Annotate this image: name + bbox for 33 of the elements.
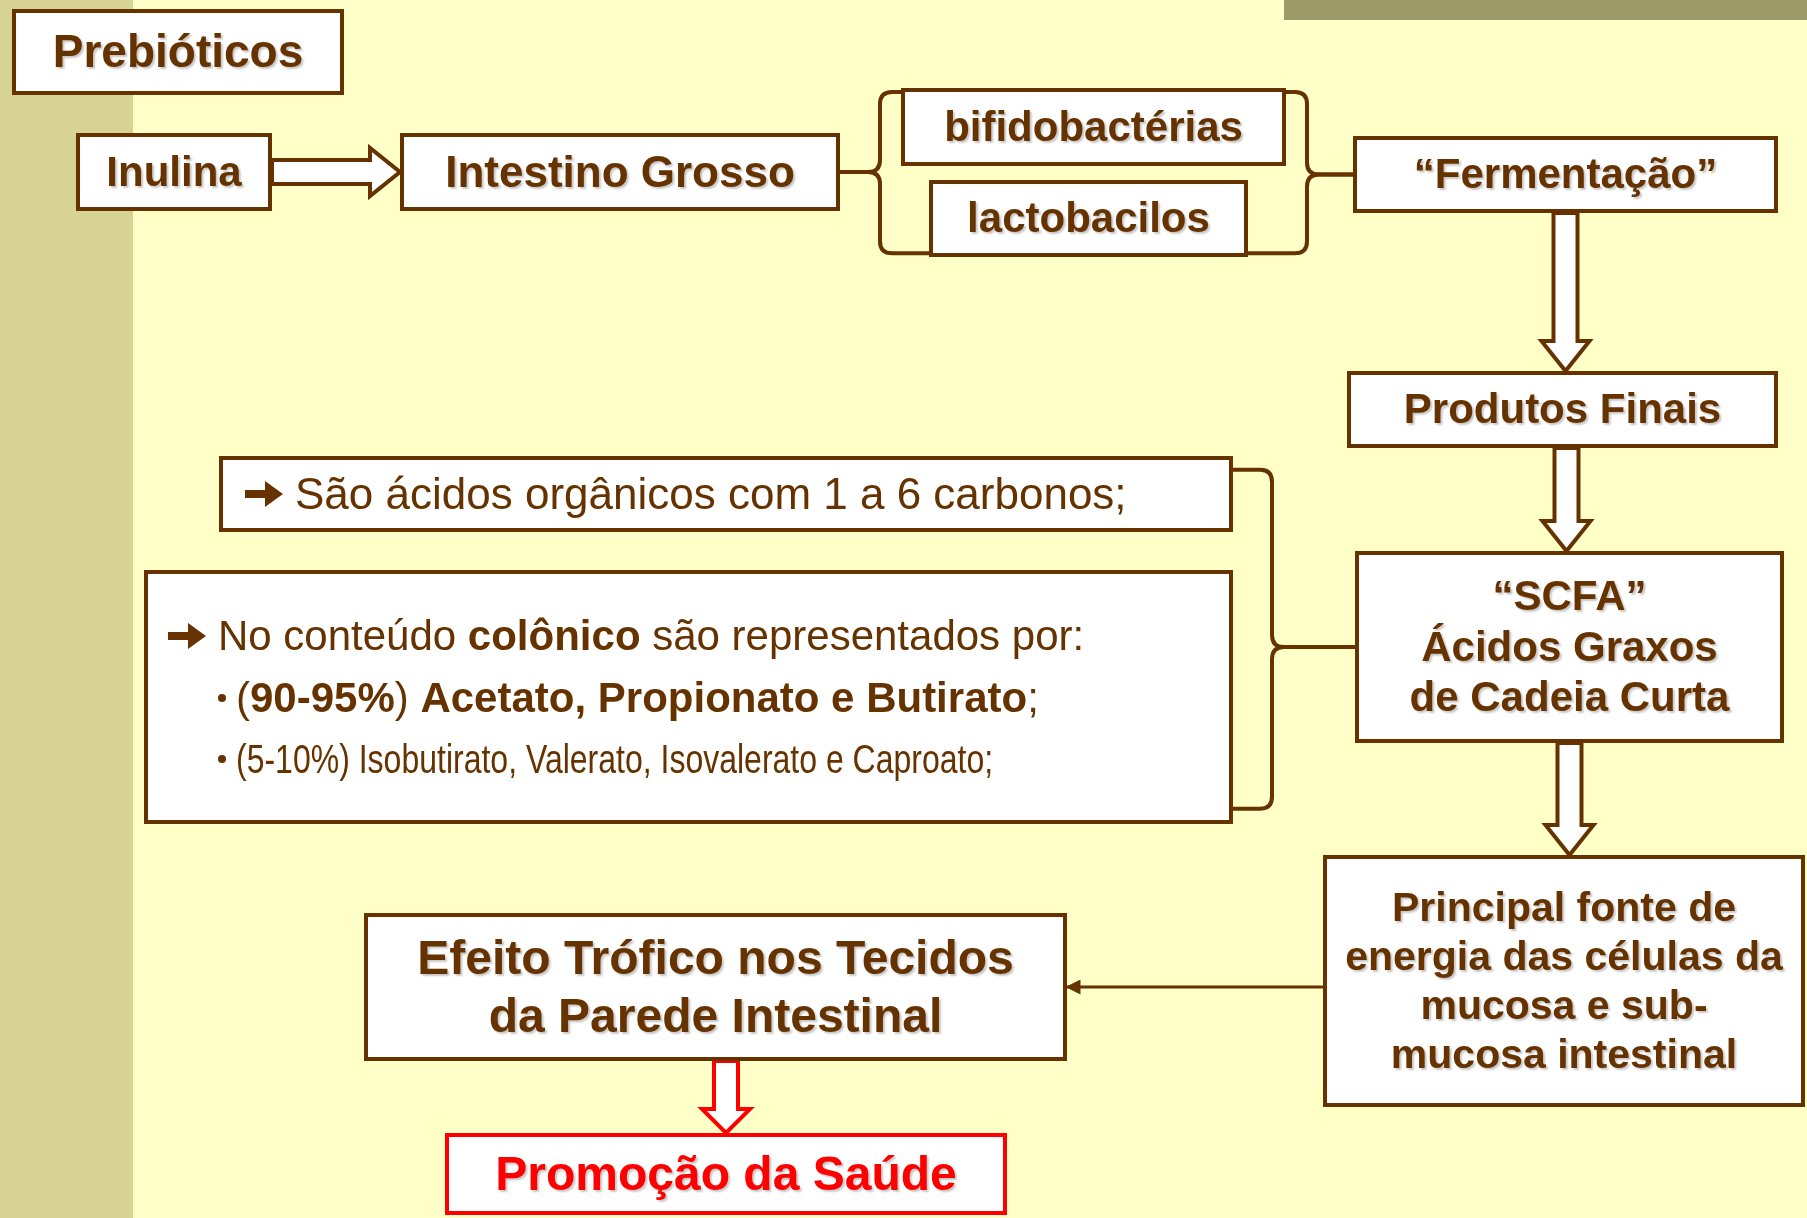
list-item: (5-10%) Isobutirato, Valerato, Isovalerato e Caproato; (236, 736, 994, 783)
text-box (144, 570, 1233, 824)
box-label: Prebióticos (51, 24, 305, 80)
process-box (901, 88, 1286, 166)
text-box (219, 456, 1233, 532)
process-box (1355, 551, 1784, 743)
text-line: No conteúdo colônico são representados por: (218, 611, 1085, 660)
curly-brace (840, 170, 929, 256)
process-box (1353, 136, 1778, 213)
curly-brace (1248, 172, 1353, 256)
process-box (76, 133, 272, 211)
box-label: Promoção da Saúde (494, 1146, 958, 1203)
process-box (400, 133, 840, 211)
outcome-box (445, 1133, 1007, 1215)
box-subtitle: Ácidos Graxos de Cadeia Curta (1408, 621, 1731, 723)
box-label: bifidobactérias (943, 101, 1244, 152)
box-label: Efeito Trófico nos Tecidos da Parede Intestinal (416, 930, 1015, 1044)
process-box (12, 9, 344, 95)
box-label: “Fermentação” (1412, 149, 1719, 200)
process-box (929, 180, 1248, 257)
box-label: lactobacilos (966, 193, 1211, 244)
process-box (364, 913, 1067, 1061)
box-label: Inulina (105, 146, 243, 197)
box-label: Intestino Grosso (444, 145, 796, 198)
curly-brace (1233, 645, 1355, 811)
text-line: São ácidos orgânicos com 1 a 6 carbonos; (295, 468, 1127, 520)
list-item: (90-95%) Acetato, Propionato e Butirato; (236, 674, 1039, 723)
process-box (1347, 371, 1778, 448)
box-label: “SCFA” (1491, 571, 1648, 622)
box-label: Principal fonte de energia das células da mucosa e sub-mucosa intestinal (1344, 882, 1784, 1080)
block-arrow (697, 1059, 755, 1136)
process-box (1323, 855, 1805, 1107)
box-label: Produtos Finais (1402, 384, 1723, 435)
